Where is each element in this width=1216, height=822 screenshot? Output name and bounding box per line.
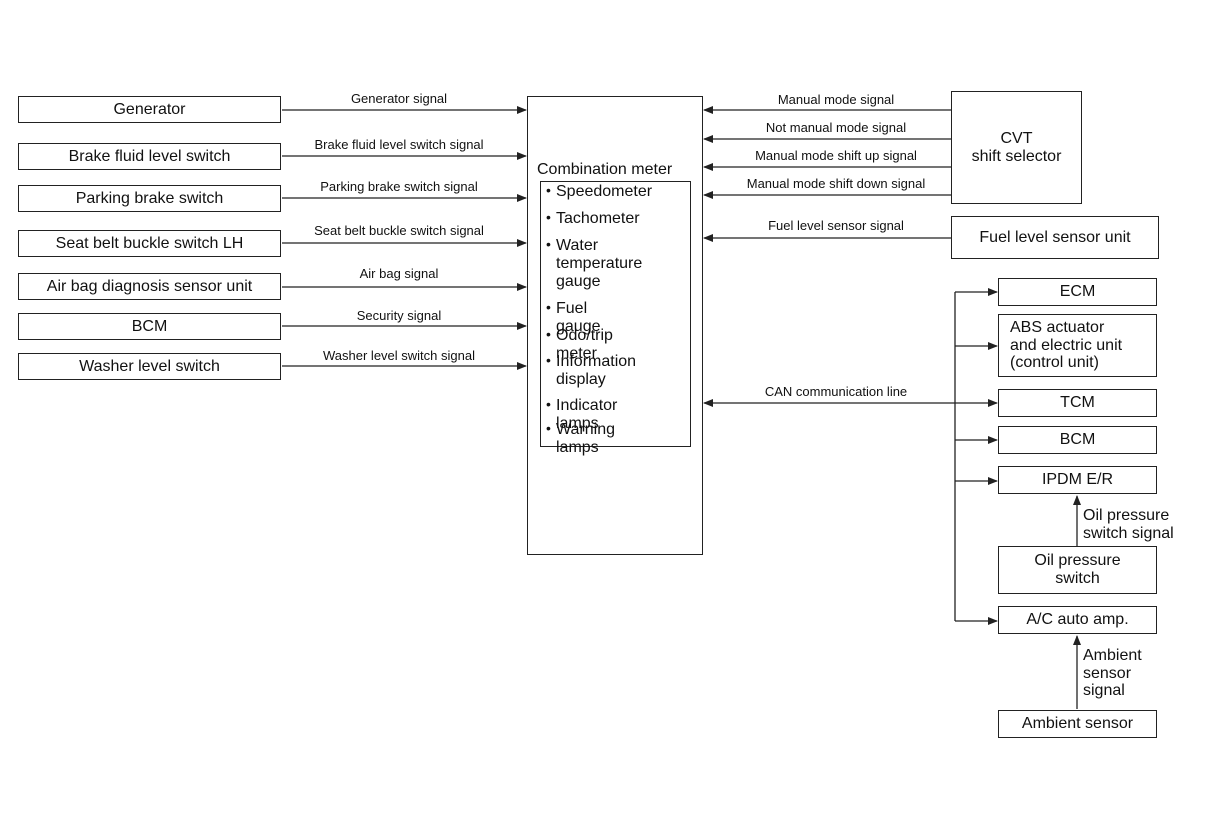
ecm-box: ECM <box>998 278 1157 306</box>
fuel-level-sensor-unit-box: Fuel level sensor unit <box>951 216 1159 259</box>
generator-box: Generator <box>18 96 281 123</box>
not-manual-mode-signal-label: Not manual mode signal <box>765 120 907 135</box>
bcm-can-box: BCM <box>998 426 1157 454</box>
tcm-box: TCM <box>998 389 1157 417</box>
oil-pressure-signal-label: Oil pressure switch signal <box>1083 507 1174 542</box>
washer-signal-label: Washer level switch signal <box>323 348 475 363</box>
manual-mode-signal-label: Manual mode signal <box>777 92 895 107</box>
bcm-input-box: BCM <box>18 313 281 340</box>
security-signal-label: Security signal <box>356 308 442 323</box>
meter-functions-list: •Speedometer •Tachometer •Water temperat… <box>540 181 691 456</box>
shift-up-signal-label: Manual mode shift up signal <box>755 148 917 163</box>
abs-actuator-box: ABS actuator and electric unit (control … <box>998 314 1157 377</box>
seat-belt-buckle-switch-box: Seat belt buckle switch LH <box>18 230 281 257</box>
ac-auto-amp-box: A/C auto amp. <box>998 606 1157 634</box>
combination-meter-title: Combination meter <box>537 161 673 178</box>
ipdm-er-box: IPDM E/R <box>998 466 1157 494</box>
air-bag-signal-label: Air bag signal <box>359 266 439 281</box>
ambient-sensor-signal-label: Ambient sensor signal <box>1083 647 1142 700</box>
oil-pressure-switch-box: Oil pressure switch <box>998 546 1157 594</box>
ambient-sensor-box: Ambient sensor <box>998 710 1157 738</box>
can-line-label: CAN communication line <box>764 384 908 399</box>
fuel-level-signal-label: Fuel level sensor signal <box>768 218 904 233</box>
shift-down-signal-label: Manual mode shift down signal <box>746 176 926 191</box>
brake-fluid-signal-label: Brake fluid level switch signal <box>314 137 484 152</box>
generator-signal-label: Generator signal <box>350 91 448 106</box>
parking-brake-switch-box: Parking brake switch <box>18 185 281 212</box>
air-bag-diagnosis-sensor-box: Air bag diagnosis sensor unit <box>18 273 281 300</box>
parking-brake-signal-label: Parking brake switch signal <box>320 179 478 194</box>
cvt-shift-selector-box: CVT shift selector <box>951 91 1082 204</box>
brake-fluid-level-switch-box: Brake fluid level switch <box>18 143 281 170</box>
washer-level-switch-box: Washer level switch <box>18 353 281 380</box>
seat-belt-signal-label: Seat belt buckle switch signal <box>314 223 484 238</box>
